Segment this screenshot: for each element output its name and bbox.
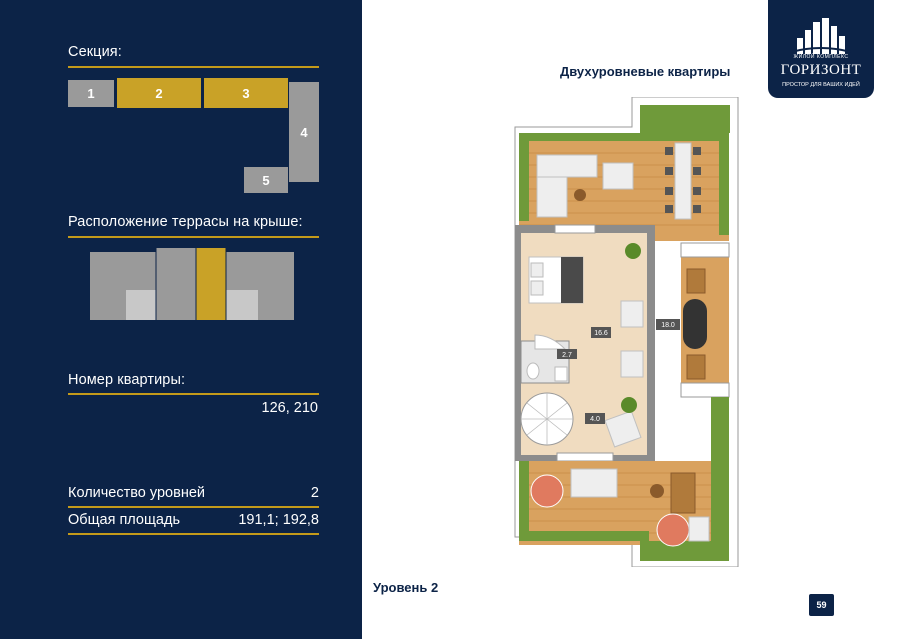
page-number: 59 <box>809 594 834 616</box>
dining-table <box>674 142 692 220</box>
hedge <box>719 105 729 235</box>
hedge <box>519 141 529 221</box>
skyline-icon <box>791 18 851 54</box>
brand-logo: ЖИЛОЙ КОМПЛЕКС ГОРИЗОНТ ПРОСТОР ДЛЯ ВАШИ… <box>768 0 874 98</box>
lounger <box>570 468 618 498</box>
info-panel: Секция: 1 2 3 4 5 Расположение террасы н… <box>0 0 362 639</box>
hedge <box>640 105 730 133</box>
section-2-button[interactable]: 2 <box>117 78 201 108</box>
area-tag <box>557 349 577 359</box>
terrace-area: 18.0 <box>661 322 675 329</box>
hedge <box>711 397 729 557</box>
divider <box>68 66 319 68</box>
umbrella-icon <box>530 474 564 508</box>
area-tag <box>656 319 680 330</box>
area-tag <box>591 327 611 338</box>
section-4-button[interactable]: 4 <box>289 82 319 182</box>
side-table <box>650 484 664 498</box>
armchair <box>620 350 644 378</box>
area-value: 191,1; 192,8 <box>238 512 319 528</box>
terrace-location-diagram <box>90 248 294 320</box>
bench <box>680 382 730 398</box>
divider <box>68 236 319 238</box>
terrace-location-label: Расположение террасы на крыше: <box>68 214 303 230</box>
area-label: Общая площадь <box>68 512 181 528</box>
logo-tagline: ПРОСТОР ДЛЯ ВАШИХ ИДЕЙ <box>782 82 860 88</box>
bathroom-area: 2.7 <box>562 352 572 359</box>
sink-icon <box>554 366 568 382</box>
hedge <box>640 541 729 561</box>
armchair <box>604 410 642 448</box>
area-row: Общая площадь 191,1; 192,8 <box>68 512 319 528</box>
hedge <box>519 531 649 541</box>
apartment-numbers: 126, 210 <box>261 400 318 416</box>
divider <box>68 393 319 395</box>
armchair <box>620 300 644 328</box>
lounger <box>686 268 706 294</box>
bed-blanket <box>561 257 583 303</box>
divider <box>68 533 319 535</box>
levels-value: 2 <box>310 485 319 501</box>
hedge <box>519 133 729 141</box>
levels-label: Количество уровней <box>68 485 205 501</box>
section-3-button[interactable]: 3 <box>204 78 288 108</box>
armchair <box>602 162 634 190</box>
logo-caption: ЖИЛОЙ КОМПЛЕКС <box>793 54 849 60</box>
logo-name: ГОРИЗОНТ <box>780 62 862 78</box>
window <box>556 452 614 462</box>
level-label: Уровень 2 <box>373 580 439 595</box>
area-tag <box>585 413 605 424</box>
umbrella-icon <box>656 513 690 547</box>
hot-tub <box>683 299 707 349</box>
coffee-table <box>574 189 586 201</box>
section-5-button[interactable]: 5 <box>244 167 288 193</box>
toilet-icon <box>526 362 540 380</box>
plant-icon <box>621 397 637 413</box>
section-1-button[interactable]: 1 <box>68 80 114 107</box>
bench <box>680 242 730 258</box>
divider <box>68 506 319 508</box>
window <box>554 224 596 234</box>
apartment-number-label: Номер квартиры: <box>68 372 186 388</box>
floor-plan: 18.0 16.6 2.7 4.0 <box>514 97 739 567</box>
levels-row: Количество уровней 2 <box>68 485 319 501</box>
hedge <box>519 461 529 531</box>
plant-icon <box>625 243 641 259</box>
page-title: Двухуровневые квартиры <box>560 64 731 79</box>
sofa <box>536 154 598 178</box>
lounger <box>688 516 710 542</box>
section-label: Секция: <box>68 44 122 60</box>
bedroom-area: 16.6 <box>594 330 608 337</box>
lounger <box>686 354 706 380</box>
lounger <box>670 472 696 514</box>
hall-area: 4.0 <box>590 416 600 423</box>
